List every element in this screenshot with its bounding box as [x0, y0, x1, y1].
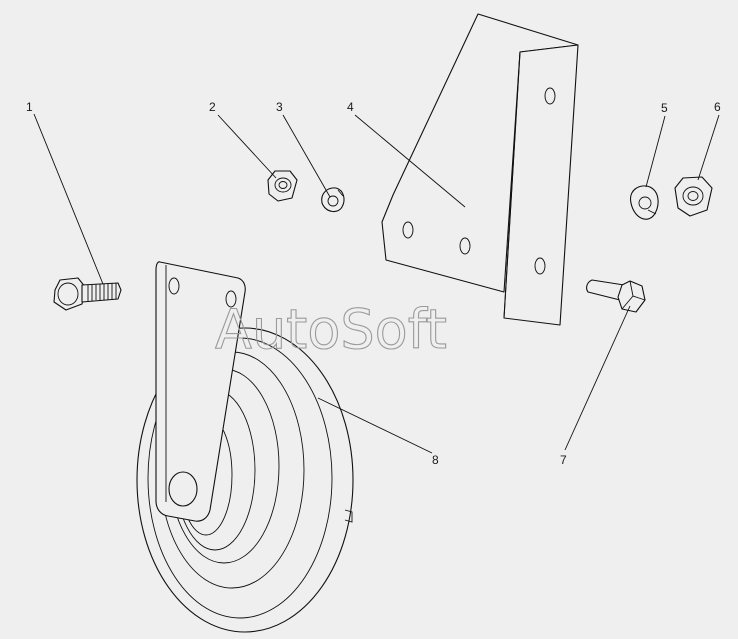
leader-line-5	[645, 115, 666, 188]
leader-line-4	[354, 114, 466, 208]
leader-line-6	[697, 114, 720, 181]
leader-line-1	[33, 113, 104, 285]
callout-2: 2	[209, 100, 216, 114]
nut-part-6	[674, 176, 713, 217]
callout-4: 4	[347, 100, 354, 114]
callout-7: 7	[560, 453, 567, 467]
callout-labels: 1 2 3 4 5 6 7 8	[26, 100, 721, 467]
callout-1: 1	[26, 100, 33, 114]
callout-8: 8	[432, 453, 439, 467]
callout-6: 6	[714, 100, 721, 114]
callout-5: 5	[661, 101, 668, 115]
spring-washer-part-3	[321, 187, 345, 212]
watermark-text: AutoSoft	[215, 298, 447, 361]
leader-line-2	[217, 114, 277, 179]
bolt-part-7	[586, 279, 646, 313]
leader-line-3	[282, 114, 331, 198]
spring-washer-part-5	[629, 185, 659, 220]
leader-line-7	[564, 305, 631, 451]
bolt-part-1	[53, 277, 122, 311]
horn-part-8	[136, 261, 354, 633]
callout-3: 3	[276, 100, 283, 114]
nut-part-2	[267, 170, 298, 202]
leader-line-8	[317, 397, 433, 454]
leader-lines	[33, 113, 720, 454]
bracket-part-4	[381, 13, 579, 326]
